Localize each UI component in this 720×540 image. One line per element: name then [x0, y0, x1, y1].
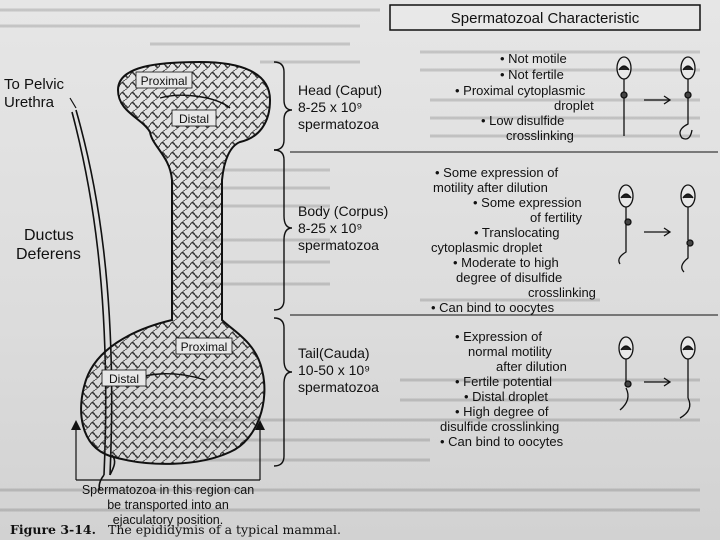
segment-names: Head (Caput) 8-25 x 10⁹ spermatozoa Body… [298, 82, 388, 395]
caption-text: The epididymis of a typical mammal. [108, 522, 341, 537]
note-line1: Spermatozoa in this region can [82, 483, 254, 497]
sperm-icon-head [616, 56, 696, 140]
tail-proximal-label: Proximal [181, 340, 228, 354]
body-name-line3: spermatozoa [298, 237, 379, 253]
ductus-label-line2: Deferens [16, 246, 81, 263]
sperm-icon-body [618, 184, 696, 273]
title-box: Spermatozoal Characteristic [389, 4, 701, 31]
body-name-line2: 8-25 x 10⁹ [298, 220, 362, 236]
body-trait-1-line2: motility after dilution [433, 180, 548, 195]
tail-traits: • Expression of normal motility after di… [440, 329, 567, 449]
sperm-icon-tail [618, 336, 696, 419]
head-traits: • Not motile • Not fertile • Proximal cy… [455, 51, 594, 143]
body-trait-2-line1: • Some expression [473, 195, 582, 210]
segment-dividers [290, 151, 718, 316]
body-trait-1-line1: • Some expression of [435, 165, 558, 180]
head-trait-1: • Not motile [500, 51, 567, 66]
head-name-line2: 8-25 x 10⁹ [298, 99, 362, 115]
body-trait-2-line2: of fertility [530, 210, 583, 225]
head-proximal-label: Proximal [141, 74, 188, 88]
note-line3: ejaculatory position. [113, 513, 223, 527]
note-line2: be transported into an [107, 498, 229, 512]
head-trait-3-line1: • Proximal cytoplasmic [455, 83, 586, 98]
tail-name-line1: Tail(Cauda) [298, 345, 370, 361]
pelvic-urethra-label-line2: Urethra [4, 94, 55, 111]
body-trait-5: • Can bind to oocytes [431, 300, 555, 315]
body-traits: • Some expression of motility after dilu… [431, 165, 596, 315]
head-trait-4-line1: • Low disulfide [481, 113, 564, 128]
tail-name-line2: 10-50 x 10⁹ [298, 362, 370, 378]
ductus-label-line1: Ductus [24, 227, 74, 244]
head-trait-3-line2: droplet [554, 98, 594, 113]
segment-brackets [273, 61, 293, 467]
head-name-line1: Head (Caput) [298, 82, 382, 98]
head-name-line3: spermatozoa [298, 116, 379, 132]
tail-distal-label: Distal [109, 372, 139, 386]
title-text: Spermatozoal Characteristic [451, 10, 640, 27]
note-box: Spermatozoa in this region can be transp… [71, 420, 265, 527]
body-name-line1: Body (Corpus) [298, 203, 388, 219]
tail-trait-2: • Fertile potential [455, 374, 552, 389]
tail-trait-4-line2: disulfide crosslinking [440, 419, 559, 434]
tail-trait-3: • Distal droplet [464, 389, 548, 404]
body-trait-4-line3: crosslinking [528, 285, 596, 300]
body-trait-4-line2: degree of disulfide [456, 270, 562, 285]
pelvic-urethra-label-line1: To Pelvic [4, 76, 65, 93]
body-trait-3-line2: cytoplasmic droplet [431, 240, 543, 255]
tail-trait-1-line2: normal motility [468, 344, 552, 359]
tail-trait-5: • Can bind to oocytes [440, 434, 564, 449]
tail-trait-1-line3: after dilution [496, 359, 567, 374]
body-trait-3-line1: • Translocating [474, 225, 559, 240]
head-trait-4-line2: crosslinking [506, 128, 574, 143]
figure-caption: Figure 3-14. The epididymis of a typical… [10, 522, 341, 537]
head-trait-2: • Not fertile [500, 67, 564, 82]
head-distal-label: Distal [179, 112, 209, 126]
region-labels: Proximal Distal Proximal Distal [101, 71, 233, 387]
background-print [0, 8, 700, 512]
caption-label: Figure 3-14. [10, 522, 96, 537]
tail-trait-1-line1: • Expression of [455, 329, 542, 344]
left-labels: To Pelvic Urethra Ductus Deferens [4, 76, 81, 263]
tail-name-line3: spermatozoa [298, 379, 379, 395]
body-trait-4-line1: • Moderate to high [453, 255, 559, 270]
tail-trait-4-line1: • High degree of [455, 404, 549, 419]
